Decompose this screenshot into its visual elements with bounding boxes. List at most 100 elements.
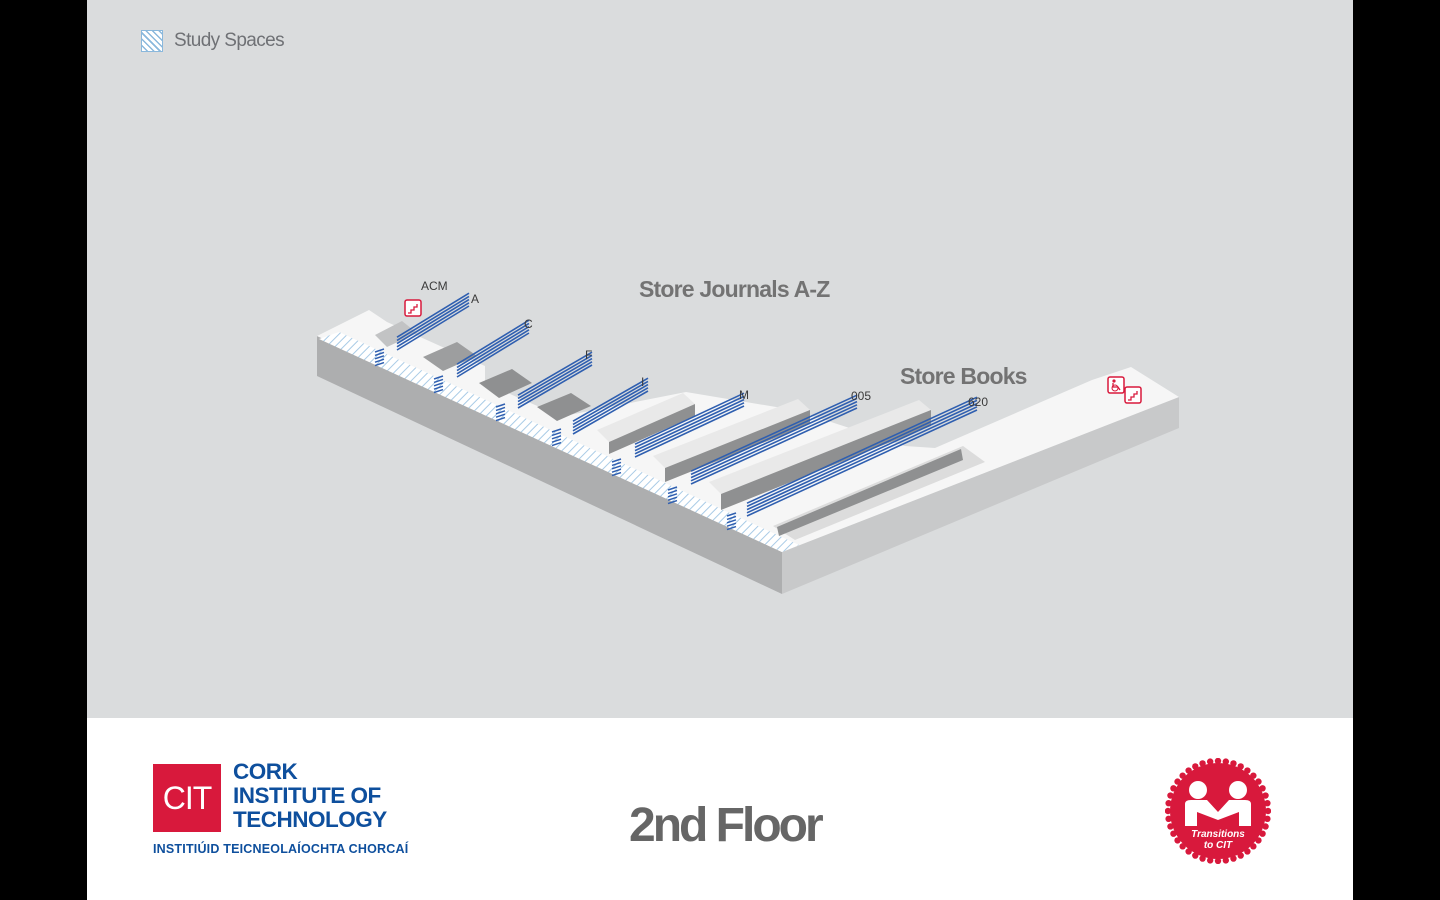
floor-plan-map: ACM A C F I M 005 620 Store Journals A-Z… [317,276,1179,594]
shelf-range-line [634,402,745,455]
shelf-stub-line [667,486,678,491]
handshake-icon [1185,800,1251,826]
aisle-block [597,393,695,442]
map-frame: Study Spaces [87,0,1353,900]
shelf-range-line [746,402,978,511]
shelf-label-acm: ACM [421,279,448,293]
shelf-range-line [572,387,649,432]
shelf-range-line [690,394,858,472]
shelf-range-line [690,404,858,482]
shelf-range-line [572,377,649,422]
shelf-stub-line [611,458,622,463]
shelf-range-line [456,329,530,375]
shelf-range-line [517,361,593,406]
shelf-range-line [690,400,858,479]
shelf-stub-line [667,493,678,498]
aisle-block-side [665,410,810,482]
shelf-range-line [396,305,470,351]
shelf-range-line [746,399,978,508]
shelf-range-line [396,298,470,345]
person-icon [1189,781,1207,799]
badge-tooth [1206,857,1214,864]
cit-mark-text: CIT [162,780,213,816]
light-well [479,369,532,398]
stairs-icon [1124,386,1142,404]
badge-tooth [1264,815,1271,823]
shelf-stub-line [551,431,562,437]
zone-label-journals: Store Journals A-Z [639,276,830,302]
shelf-range-line [572,390,649,435]
badge-tooth [1165,807,1172,815]
shelf-range-line [746,409,978,517]
shelf-range-line [517,357,593,403]
shelf-stub-line [667,489,678,495]
shelf-stub-line [726,525,737,531]
light-well [537,393,591,421]
shelf-stub-line [726,522,737,527]
footer: CIT CORK INSTITUTE OF TECHNOLOGY INSTITI… [87,718,1353,900]
shelf-range-line [456,322,530,369]
study-space-swatch-icon [141,30,163,52]
shelf-stub-line [551,428,562,433]
institution-name-line: INSTITUTE OF [233,783,381,808]
shelf-stub-line [495,406,506,412]
zone-label-books: Store Books [900,363,1027,389]
shelf-stub-line [726,512,737,517]
shelf-range-line [634,398,745,452]
institution-irish-name: INSTITIÚID TEICNEOLAÍOCHTA CHORCAÍ [153,842,409,856]
shelf-label-f: F [585,348,592,362]
badge-tooth [1222,758,1230,765]
legend: Study Spaces [141,30,285,52]
shelf-stub-line [433,385,444,390]
shelf-label-i: I [641,375,644,389]
shelf-stub-line [611,461,622,467]
shelf-stub-line [551,435,562,440]
shelf-stub-line [374,355,385,360]
shelf-stub-line [495,413,506,418]
shelf-range-line [517,364,593,409]
shelf-stub-line [433,382,444,387]
shelf-range-line [634,405,745,458]
shelf-range-line [572,380,649,426]
badge-tooth [1264,799,1271,807]
aisle-well [777,449,963,536]
shelf-label-m: M [739,388,749,402]
badge-tooth [1165,815,1172,823]
shelf-range-line [690,407,858,485]
shelf-stub-line [551,438,562,443]
shelf-stub-line [374,361,385,367]
shelf-stub-line [374,358,385,363]
floor-side-right [782,397,1179,594]
stairs-icon [404,299,422,317]
shelf-stub-line [667,499,678,505]
floor-title: 2nd Floor [629,799,824,852]
shelf-stub-line [374,348,385,353]
shelf-stub-line [433,375,444,380]
shelf-stub-line [611,471,622,477]
shelf-label-005: 005 [851,389,871,403]
institution-name: CORK INSTITUTE OF TECHNOLOGY [233,760,453,832]
shelf-stub-line [611,468,622,473]
badge-tooth [1264,807,1271,815]
shelf-range-line [517,354,593,400]
shelf-range-line [517,351,593,396]
shelf-stub-line [374,351,385,357]
badge-tooth [1214,758,1222,765]
shelf-range-line [690,397,858,476]
shelf-stub-line [726,519,737,524]
badge-tooth [1214,857,1222,864]
shelf-stub-line [611,465,622,470]
shelf-stub-line [495,410,506,415]
institution-name-line: CORK [233,759,298,784]
badge-tooth [1222,857,1230,864]
shelf-stub-line [495,403,506,408]
floor-map-area: Study Spaces [87,0,1353,718]
cit-mark: CIT [153,764,221,832]
aisle-block [709,400,931,494]
shelf-range-line [456,332,530,378]
shelf-range-line [572,383,649,429]
shelf-stub-line [433,378,444,384]
shelf-range-line [396,302,470,348]
light-well [375,321,417,347]
shelf-stub-line [726,515,737,521]
